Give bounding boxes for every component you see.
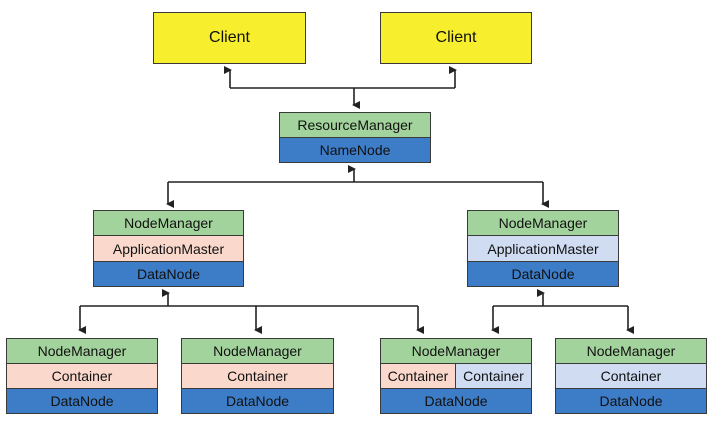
container-label: Container: [227, 368, 288, 384]
leaf3-node-manager-box: NodeManager: [380, 338, 532, 364]
container-label: Container: [463, 368, 524, 384]
client-label: Client: [209, 29, 250, 46]
leaf4-data-node-box: DataNode: [555, 388, 707, 414]
node-manager-label: NodeManager: [586, 343, 676, 359]
client-box-right: Client: [380, 12, 532, 64]
application-master-label: ApplicationMaster: [487, 240, 599, 257]
client-box-left: Client: [153, 12, 306, 64]
leaf3-data-node-box: DataNode: [380, 388, 532, 414]
application-master-box-right: ApplicationMaster: [467, 235, 619, 262]
node-manager-label: NodeManager: [411, 343, 501, 359]
data-node-label: DataNode: [50, 393, 114, 409]
data-node-label: DataNode: [424, 393, 488, 409]
data-node-box-left: DataNode: [93, 261, 244, 287]
leaf1-node-manager-box: NodeManager: [6, 338, 158, 364]
name-node-label: NameNode: [319, 142, 391, 158]
container-label: Container: [387, 368, 449, 384]
leaf4-node-manager-box: NodeManager: [555, 338, 707, 364]
node-manager-label: NodeManager: [213, 343, 302, 359]
leaf1-container-box: Container: [6, 363, 158, 389]
data-node-label: DataNode: [225, 393, 290, 409]
name-node-box: NameNode: [279, 137, 431, 163]
node-manager-box-right: NodeManager: [467, 210, 619, 236]
node-manager-label: NodeManager: [124, 215, 213, 231]
data-node-label: DataNode: [136, 266, 201, 282]
application-master-label: ApplicationMaster: [112, 240, 225, 257]
leaf4-container-box: Container: [555, 363, 707, 389]
container-label: Container: [51, 368, 113, 384]
application-master-box-left: ApplicationMaster: [93, 235, 244, 262]
leaf2-node-manager-box: NodeManager: [181, 338, 334, 364]
resource-manager-box: ResourceManager: [279, 112, 431, 138]
leaf3-container-box-b: Container: [456, 364, 531, 388]
node-manager-label: NodeManager: [37, 343, 127, 359]
node-manager-label: NodeManager: [498, 215, 588, 231]
container-label: Container: [600, 368, 662, 384]
resource-manager-label: ResourceManager: [297, 117, 413, 133]
leaf3-container-row: Container Container: [380, 363, 532, 389]
client-label: Client: [435, 29, 477, 46]
node-manager-box-left: NodeManager: [93, 210, 244, 236]
data-node-label: DataNode: [511, 266, 575, 282]
leaf3-container-box-a: Container: [381, 364, 456, 388]
data-node-box-right: DataNode: [467, 261, 619, 287]
leaf2-data-node-box: DataNode: [181, 388, 334, 414]
data-node-label: DataNode: [599, 393, 663, 409]
leaf2-container-box: Container: [181, 363, 334, 389]
leaf1-data-node-box: DataNode: [6, 388, 158, 414]
